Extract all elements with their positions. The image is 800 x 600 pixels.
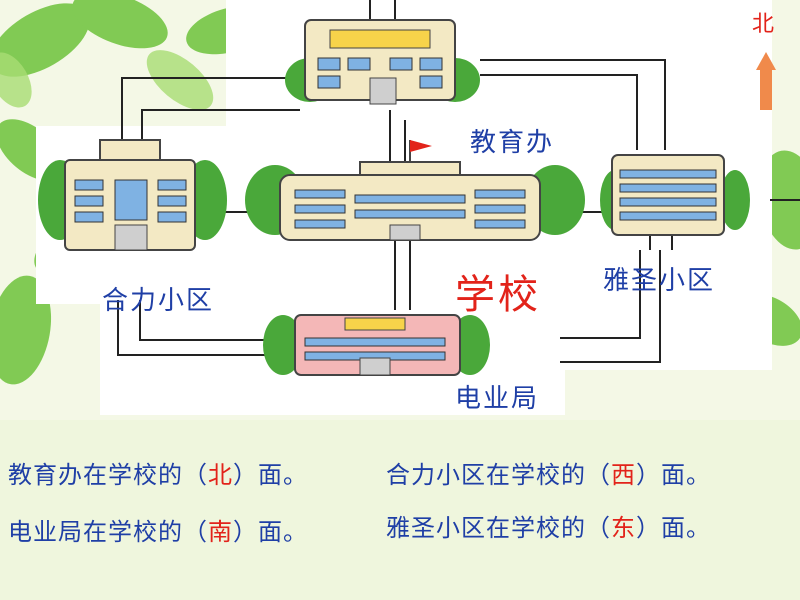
question-text: 教育办在学校的（ — [8, 461, 208, 489]
question-suffix: ）面。 — [233, 461, 308, 489]
question-row: 合力小区在学校的（西）面。 — [386, 455, 711, 490]
question-row: 电业局在学校的（南）面。 — [8, 512, 308, 547]
question-text: 电业局在学校的（ — [8, 518, 208, 546]
school-label: 学校 — [455, 272, 541, 318]
answer-text: 南 — [208, 518, 233, 546]
education-office-building — [285, 19, 480, 105]
power-bureau-label: 电业局 — [455, 384, 540, 414]
question-row: 教育办在学校的（北）面。 — [8, 455, 308, 490]
road-lines — [117, 0, 800, 363]
question-suffix: ）面。 — [636, 461, 711, 489]
yasheng-community-label: 雅圣小区 — [603, 266, 716, 296]
question-suffix: ）面。 — [636, 514, 711, 542]
question-suffix: ）面。 — [233, 518, 308, 546]
answer-text: 西 — [611, 461, 636, 489]
answer-text: 东 — [611, 514, 636, 542]
heli-community-building — [38, 139, 227, 251]
question-row: 雅圣小区在学校的（东）面。 — [386, 508, 711, 543]
answer-text: 北 — [208, 461, 233, 489]
power-bureau-building — [263, 314, 490, 376]
question-text: 雅圣小区在学校的（ — [386, 514, 611, 542]
education-office-label: 教育办 — [470, 128, 555, 158]
north-arrow-icon — [756, 52, 776, 110]
question-text: 合力小区在学校的（ — [386, 461, 611, 489]
school-building — [245, 140, 585, 241]
heli-community-label: 合力小区 — [102, 286, 215, 316]
yasheng-community-building — [600, 154, 750, 236]
north-label: 北 — [752, 12, 775, 37]
